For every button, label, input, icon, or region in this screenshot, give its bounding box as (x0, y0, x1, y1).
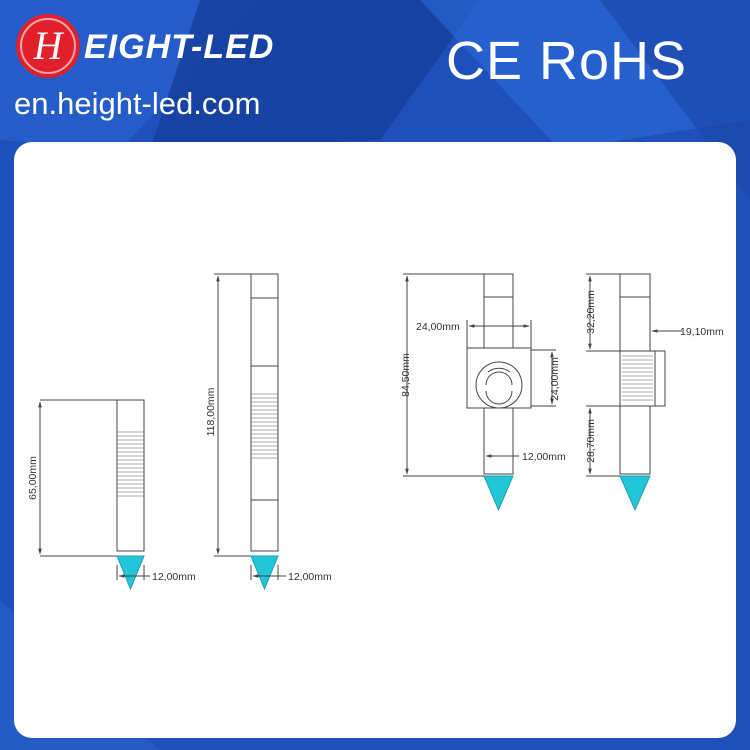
dim-upper-label: 32,20mm (585, 290, 597, 334)
view-long-stake (214, 273, 286, 591)
dim-side-width-label: 19,10mm (680, 326, 724, 338)
led-tip (483, 475, 514, 512)
upper-tube (619, 273, 651, 352)
dim-box-width-label: 24,00mm (416, 321, 460, 333)
certifications-label: CE RoHS (446, 31, 688, 91)
view-short-stake (38, 399, 150, 591)
connector-ring-inner (485, 371, 513, 405)
dim-width-label: 12,00mm (288, 571, 332, 583)
view-connector-side (586, 273, 682, 512)
dim-width-label: 12,00mm (522, 451, 566, 463)
logo-letter: H (33, 23, 65, 68)
led-tip (619, 475, 651, 512)
stake-body (116, 399, 145, 552)
connector-box (466, 347, 532, 409)
lower-tube (483, 407, 514, 475)
led-tip (116, 555, 145, 591)
upper-tube (483, 273, 514, 349)
connector-side-ribs (622, 355, 653, 401)
website-url[interactable]: en.height-led.com (14, 86, 261, 121)
logo-icon: H (16, 14, 80, 78)
dim-height-label: 65,00mm (27, 456, 39, 500)
dim-height-label: 84,50mm (400, 353, 412, 397)
stake-grip-ribs (117, 431, 144, 497)
led-tip (250, 555, 279, 591)
stake-grip-ribs (251, 393, 278, 459)
dim-lower-label: 28,70mm (585, 419, 597, 463)
dim-width-label: 12,00mm (152, 571, 196, 583)
dim-height-label: 118,00mm (205, 387, 217, 436)
dim-box-height-label: 24,00mm (549, 357, 561, 401)
brand-name: EIGHT-LED (84, 28, 275, 66)
stake-body (250, 273, 279, 552)
view-connector-front (403, 273, 556, 512)
connector-side-box (619, 350, 666, 407)
lower-tube (619, 405, 651, 475)
